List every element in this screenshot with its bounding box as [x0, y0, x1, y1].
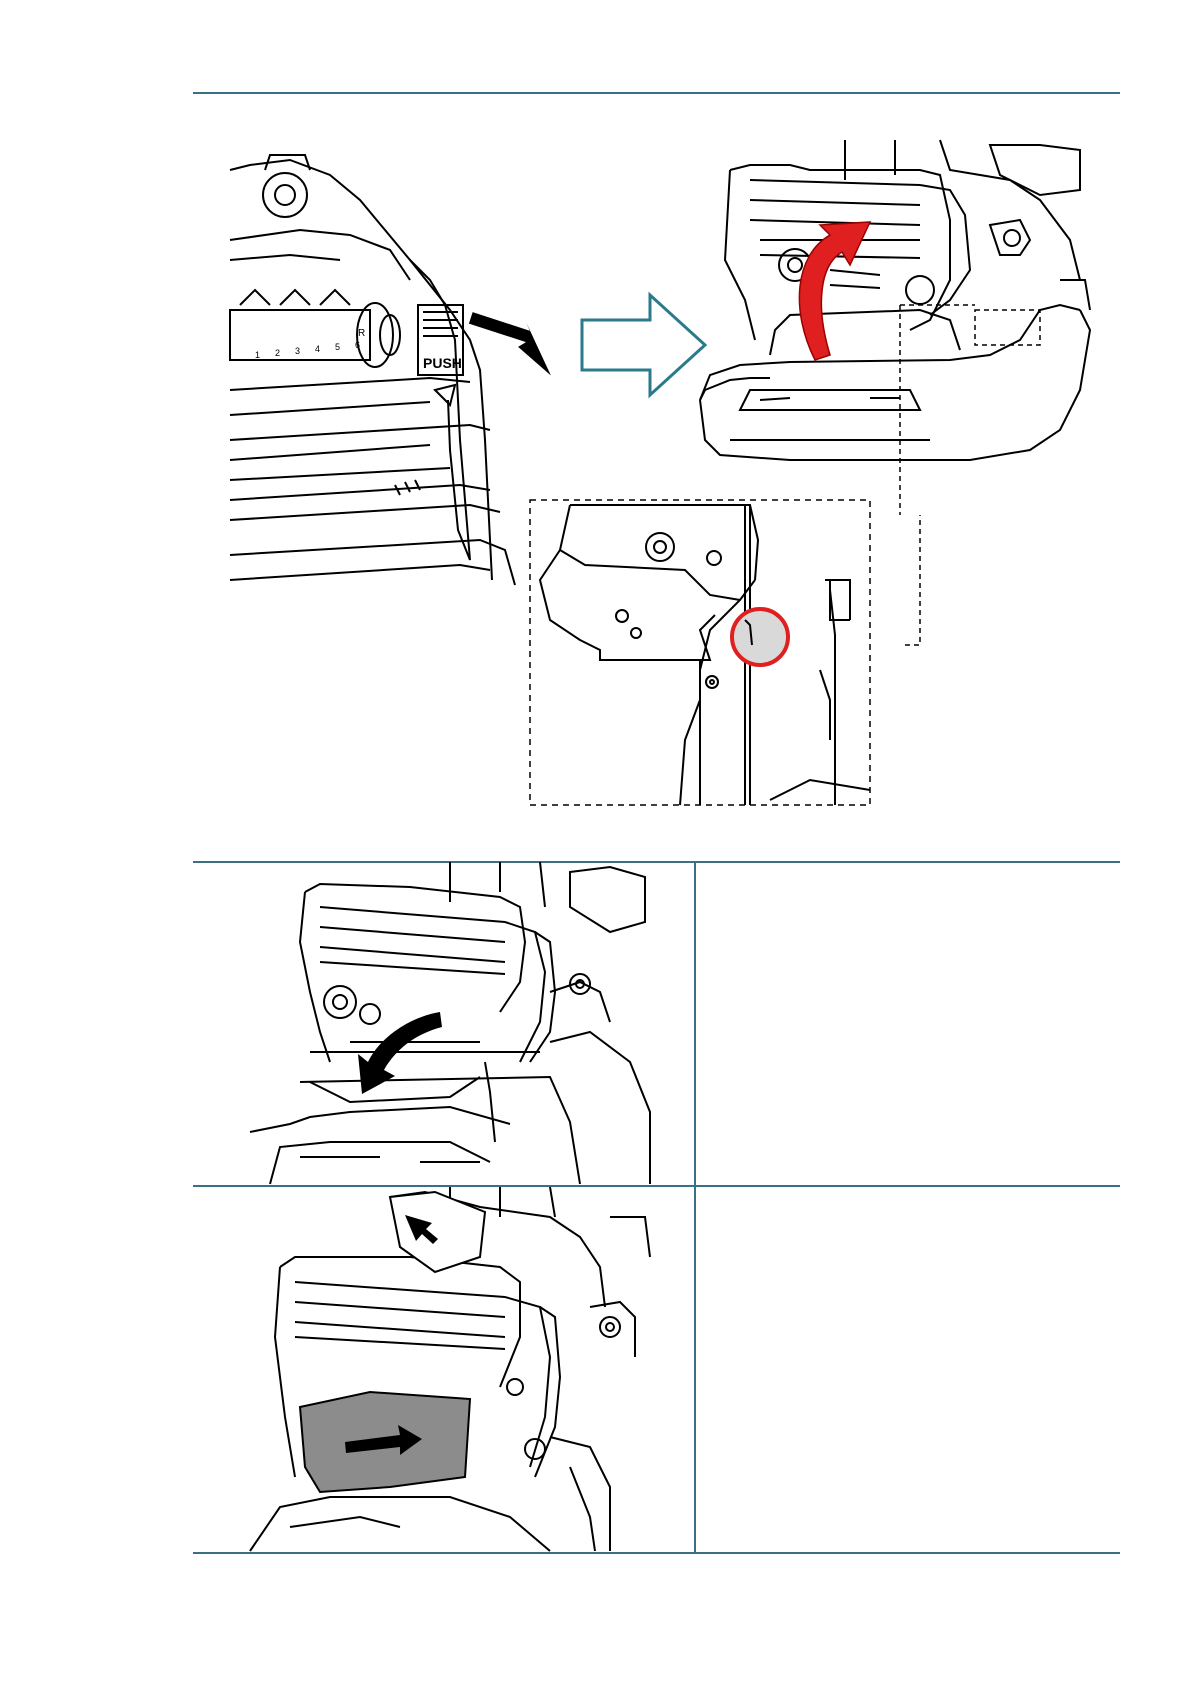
scale-digit: 1: [255, 350, 260, 360]
open-cover-illustration: PUSH 1 2 3 4 5 6 R: [230, 140, 1110, 845]
zoom-leader: [900, 305, 1040, 645]
scale-digit: 4: [315, 344, 320, 354]
highlight-circle: [732, 609, 788, 665]
row1-description: [710, 880, 1110, 1170]
lift-arrow-icon: [799, 222, 870, 360]
fold-mechanism-illustration: [250, 862, 650, 1184]
scale-digit: 2: [275, 348, 280, 358]
ribbon-loading-illustration: [250, 1187, 650, 1551]
scale-digit: 3: [295, 346, 300, 356]
push-label: PUSH: [423, 355, 462, 371]
column-divider: [694, 862, 696, 1553]
row2-description: [710, 1205, 1110, 1535]
scale-digit: 5: [335, 342, 340, 352]
bottom-rule: [193, 1552, 1120, 1554]
transition-arrow-icon: [582, 295, 705, 395]
printer-side-view: [230, 155, 515, 585]
printer-opened-view: [700, 140, 1090, 460]
scale-letter: R: [358, 328, 365, 339]
scale-digit: 6: [355, 340, 360, 350]
top-rule: [193, 92, 1120, 94]
push-arrow-icon: [462, 306, 565, 376]
zoom-inset: [530, 500, 870, 805]
